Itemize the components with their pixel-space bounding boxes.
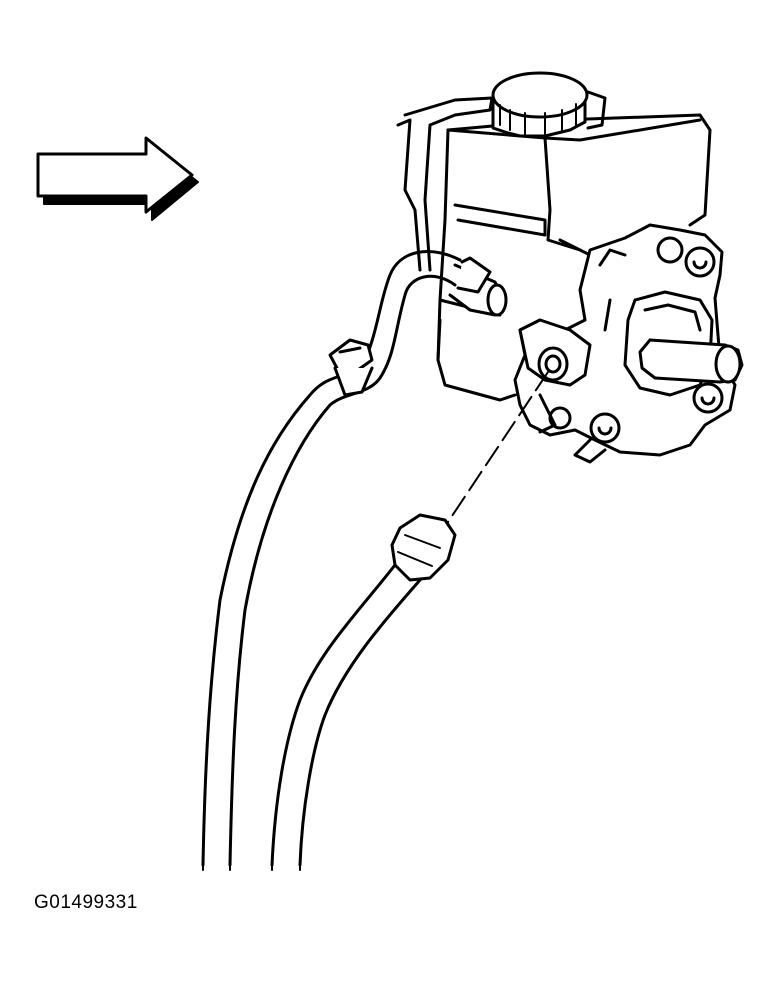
pressure-hose	[270, 371, 549, 867]
pump-body	[513, 223, 744, 464]
figure-id-label: G01499331	[34, 892, 138, 913]
reservoir-outlet-fitting	[448, 256, 508, 317]
return-hose	[201, 250, 462, 867]
right-arrow-icon	[36, 136, 199, 221]
